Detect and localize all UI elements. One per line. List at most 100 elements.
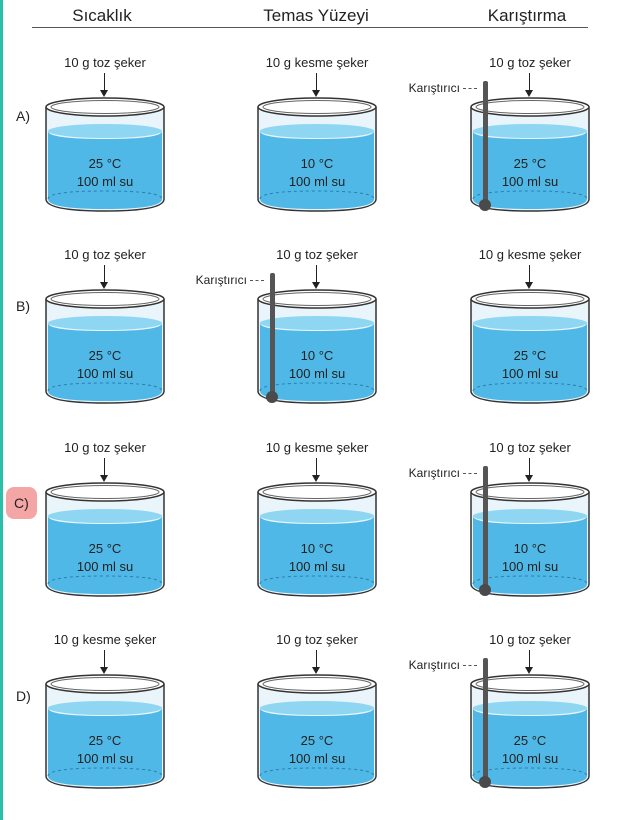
page-left-border	[0, 0, 3, 820]
column-header-contact-surface: Temas Yüzeyi	[263, 6, 369, 25]
temperature-value: 25 °C	[300, 733, 334, 748]
temperature-value: 25 °C	[513, 733, 547, 748]
beaker-cell: 10 g toz şeker 25 °C 100 ml su Karıştırıcı	[409, 632, 615, 812]
stirrer-label-text: Karıştırıcı	[408, 658, 460, 672]
option-label-d[interactable]: D)	[16, 688, 31, 704]
beaker-cell: 10 g toz şeker 25 °C 100 ml su	[20, 440, 190, 620]
stirrer-label: Karıştırıcı	[409, 466, 477, 480]
water-volume-value: 100 ml su	[76, 366, 134, 381]
sugar-caption: 10 g toz şeker	[489, 632, 571, 647]
sugar-caption: 10 g toz şeker	[64, 247, 146, 262]
beaker-cell: 10 g toz şeker 10 °C 100 ml su Karıştırıcı	[196, 247, 402, 427]
stirrer-tip-icon	[479, 584, 491, 596]
temperature-value: 25 °C	[513, 348, 547, 363]
sugar-caption: 10 g toz şeker	[276, 247, 358, 262]
dashed-pointer-icon	[463, 88, 477, 90]
water-volume-value: 100 ml su	[288, 366, 346, 381]
stirrer-tip-icon	[266, 391, 278, 403]
sugar-caption: 10 g toz şeker	[64, 55, 146, 70]
temperature-value: 10 °C	[300, 541, 334, 556]
temperature-value: 25 °C	[513, 156, 547, 171]
beaker-icon	[470, 674, 590, 789]
beaker-icon	[45, 482, 165, 597]
beaker-icon	[45, 97, 165, 212]
water-volume-value: 100 ml su	[288, 174, 346, 189]
beaker-icon	[45, 674, 165, 789]
temperature-value: 25 °C	[88, 541, 122, 556]
dashed-pointer-icon	[463, 665, 477, 667]
temperature-value: 25 °C	[88, 156, 122, 171]
down-arrow-icon	[525, 458, 533, 482]
stirrer-rod-icon	[483, 466, 488, 590]
beaker-cell: 10 g kesme şeker 10 °C 100 ml su	[232, 55, 402, 235]
stirrer-tip-icon	[479, 776, 491, 788]
sugar-caption: 10 g toz şeker	[64, 440, 146, 455]
water-volume-value: 100 ml su	[76, 174, 134, 189]
sugar-caption: 10 g kesme şeker	[265, 440, 369, 455]
option-label-b[interactable]: B)	[16, 298, 30, 314]
beaker-icon	[470, 97, 590, 212]
stirrer-label: Karıştırıcı	[409, 658, 477, 672]
temperature-value: 10 °C	[300, 156, 334, 171]
beaker-icon	[470, 482, 590, 597]
down-arrow-icon	[525, 265, 533, 289]
header-divider	[32, 27, 588, 28]
beaker-cell: 10 g toz şeker 25 °C 100 ml su	[20, 247, 190, 427]
down-arrow-icon	[312, 265, 320, 289]
option-label-c[interactable]: C)	[6, 487, 37, 519]
dashed-pointer-icon	[250, 280, 264, 282]
down-arrow-icon	[100, 458, 108, 482]
column-header-temperature: Sıcaklık	[72, 6, 132, 25]
down-arrow-icon	[100, 650, 108, 674]
stirrer-rod-icon	[483, 658, 488, 782]
stirrer-rod-icon	[270, 273, 275, 397]
temperature-value: 10 °C	[513, 541, 547, 556]
down-arrow-icon	[525, 650, 533, 674]
beaker-cell: 10 g toz şeker 25 °C 100 ml su Karıştırıcı	[409, 55, 615, 235]
temperature-value: 25 °C	[88, 348, 122, 363]
down-arrow-icon	[312, 73, 320, 97]
water-volume-value: 100 ml su	[76, 751, 134, 766]
stirrer-label-text: Karıştırıcı	[408, 81, 460, 95]
temperature-value: 10 °C	[300, 348, 334, 363]
down-arrow-icon	[525, 73, 533, 97]
temperature-value: 25 °C	[88, 733, 122, 748]
down-arrow-icon	[100, 73, 108, 97]
beaker-cell: 10 g kesme şeker 25 °C 100 ml su	[20, 632, 190, 812]
beaker-icon	[45, 289, 165, 404]
sugar-caption: 10 g toz şeker	[489, 55, 571, 70]
water-volume-value: 100 ml su	[501, 559, 559, 574]
stirrer-label: Karıştırıcı	[196, 273, 264, 287]
stirrer-rod-icon	[483, 81, 488, 205]
water-volume-value: 100 ml su	[76, 559, 134, 574]
water-volume-value: 100 ml su	[501, 751, 559, 766]
stirrer-label-text: Karıştırıcı	[408, 466, 460, 480]
sugar-caption: 10 g toz şeker	[489, 440, 571, 455]
dashed-pointer-icon	[463, 473, 477, 475]
option-label-a[interactable]: A)	[16, 108, 30, 124]
water-volume-value: 100 ml su	[288, 559, 346, 574]
stirrer-label-text: Karıştırıcı	[195, 273, 247, 287]
beaker-cell: 10 g toz şeker 25 °C 100 ml su	[232, 632, 402, 812]
sugar-caption: 10 g kesme şeker	[265, 55, 369, 70]
stirrer-label: Karıştırıcı	[409, 81, 477, 95]
down-arrow-icon	[312, 650, 320, 674]
column-header-stirring: Karıştırma	[487, 6, 567, 25]
beaker-icon	[257, 482, 377, 597]
sugar-caption: 10 g kesme şeker	[478, 247, 582, 262]
stirrer-tip-icon	[479, 199, 491, 211]
water-volume-value: 100 ml su	[501, 174, 559, 189]
water-volume-value: 100 ml su	[501, 366, 559, 381]
beaker-icon	[257, 97, 377, 212]
beaker-cell: 10 g kesme şeker 10 °C 100 ml su	[232, 440, 402, 620]
beaker-cell: 10 g kesme şeker 25 °C 100 ml su	[445, 247, 615, 427]
beaker-icon	[470, 289, 590, 404]
beaker-cell: 10 g toz şeker 25 °C 100 ml su	[20, 55, 190, 235]
down-arrow-icon	[100, 265, 108, 289]
beaker-cell: 10 g toz şeker 10 °C 100 ml su Karıştırıcı	[409, 440, 615, 620]
sugar-caption: 10 g kesme şeker	[53, 632, 157, 647]
sugar-caption: 10 g toz şeker	[276, 632, 358, 647]
down-arrow-icon	[312, 458, 320, 482]
beaker-icon	[257, 674, 377, 789]
water-volume-value: 100 ml su	[288, 751, 346, 766]
